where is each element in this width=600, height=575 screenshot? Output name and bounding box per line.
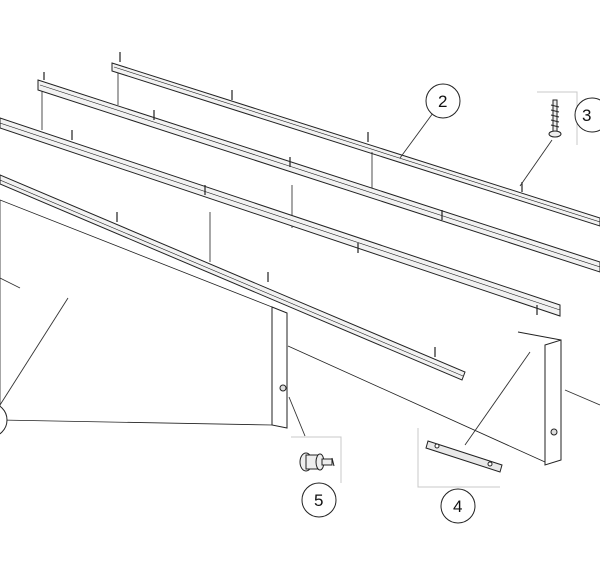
callout-2-number: 2 — [438, 92, 447, 111]
leader-side — [564, 389, 600, 406]
rail-third — [0, 117, 561, 317]
rail-third-group — [0, 117, 561, 317]
front-panel-end — [271, 306, 288, 429]
connector-plate-icon — [425, 440, 503, 473]
plate-body — [425, 440, 503, 473]
callout-5-group: 5 — [291, 436, 342, 518]
screw-head — [548, 130, 562, 138]
cam-pin-tip — [331, 457, 335, 467]
screw-thread — [550, 109, 560, 113]
rail-third-groove — [0, 122, 561, 311]
callout-2-group: 2 — [425, 83, 461, 119]
plate-hole — [434, 443, 440, 449]
leader-1 — [0, 297, 69, 406]
rail-back — [111, 62, 600, 227]
callout-1-group: 1 — [0, 405, 8, 435]
callout-4-number: 4 — [453, 497, 462, 516]
screw-thread — [550, 124, 560, 128]
leader-2 — [399, 112, 434, 159]
screw-icon — [548, 99, 562, 138]
rail-front-groove — [0, 179, 464, 377]
callout-5-number: 5 — [314, 491, 323, 510]
cam-hole — [279, 384, 287, 392]
leader-3 — [519, 139, 553, 187]
callout-5-frame — [291, 436, 342, 483]
right-panel — [287, 331, 562, 466]
callout-4-group: 4 — [417, 428, 503, 524]
rail-second-group — [37, 79, 600, 273]
callout-3-group: 3 — [537, 91, 600, 145]
rail-second-groove — [39, 84, 600, 268]
cam-pin — [321, 458, 333, 466]
rail-back-groove — [113, 66, 600, 223]
leader-4 — [464, 351, 531, 446]
screw-thread — [550, 114, 560, 118]
front-panel — [0, 199, 288, 429]
right-panel-top-edge — [517, 331, 562, 341]
leader-lines — [0, 112, 600, 446]
screw-thread — [550, 119, 560, 123]
callout-4-circle — [440, 488, 476, 524]
rail-back-group — [111, 62, 600, 227]
callout-5-circle — [301, 482, 337, 518]
cam-hole — [550, 428, 558, 436]
callout-1-circle — [0, 405, 8, 435]
cam-fitting-icon — [299, 452, 335, 472]
leader-1b — [0, 277, 21, 289]
callout-3-number: 3 — [582, 106, 591, 125]
callout-3-circle — [574, 97, 600, 133]
rail-front — [0, 174, 466, 381]
screw-thread — [550, 104, 560, 108]
right-panel-bottom-edge — [287, 345, 546, 463]
callout-4-frame — [417, 428, 500, 488]
rail-front-group — [0, 174, 466, 381]
leader-5 — [288, 396, 306, 437]
right-panel-end — [544, 339, 562, 466]
callout-2-circle — [425, 83, 461, 119]
rail-second — [37, 79, 600, 273]
callout-3-frame — [537, 91, 578, 145]
plate-hole — [487, 461, 493, 467]
